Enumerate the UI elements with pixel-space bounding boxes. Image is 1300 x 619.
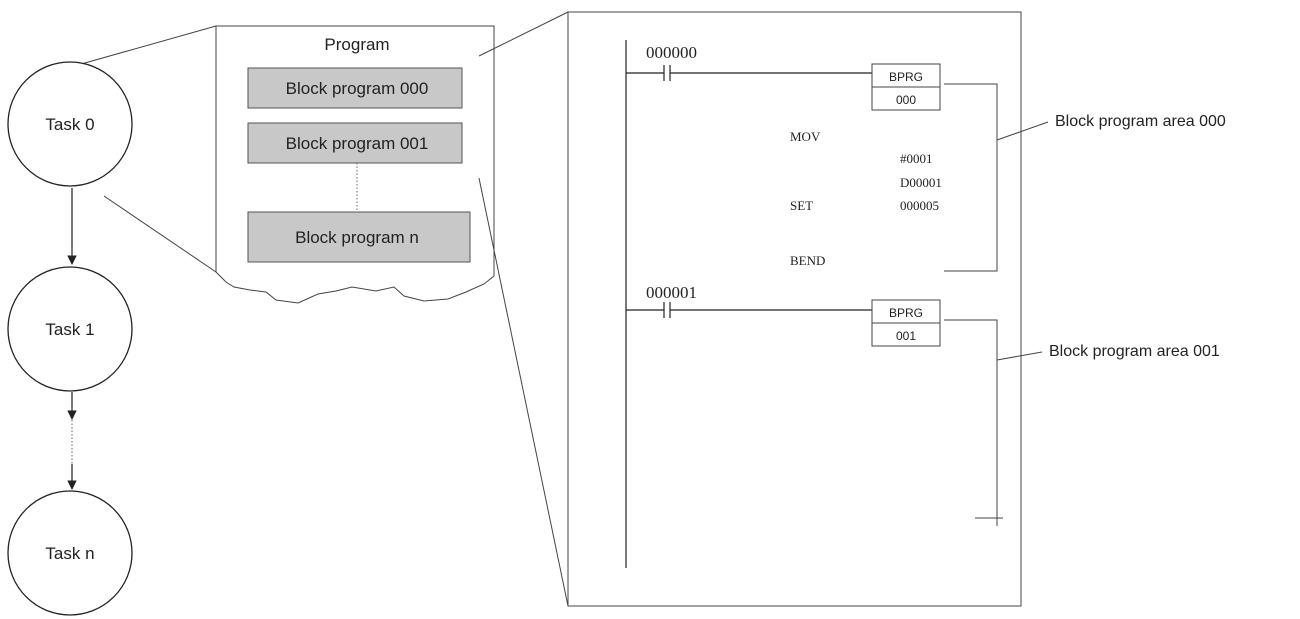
rung-2-bprg-instruction: BPRG [889,306,923,320]
rung-2-address: 000001 [646,283,697,302]
rung-1-bprg-operand: 000 [896,93,916,107]
area-001-bracket [944,319,1003,526]
zoom-line-program-top [478,11,569,57]
program-title: Program [324,35,389,54]
block-program-001-label: Block program 001 [286,134,429,153]
block-program-000-box [247,67,463,109]
task-1-node [7,266,133,392]
bend-instruction: BEND [790,253,825,268]
ladder-panel: 000000 BPRG 000 MOV #0001 D00001 SET 000… [567,11,1022,607]
set-instruction: SET [790,198,813,213]
area-000-leader [996,121,1049,141]
rung-1-bprg-instruction: BPRG [889,70,923,84]
area-000-bracket [944,83,998,272]
block-program-001-box [247,122,463,164]
task-n-node [7,490,133,616]
block-program-n-label: Block program n [295,228,419,247]
area-000-label: Block program area 000 [1055,113,1226,130]
program-panel-outline [215,25,495,304]
mov-instruction: MOV [790,129,821,144]
zoom-line-task0-bottom [103,195,217,273]
task-flow: Task 0 Task 1 Task n [7,61,133,616]
program-panel: Program Block program 000 Block program … [215,25,495,304]
block-program-n-box [247,211,471,263]
zoom-line-task0-top [59,25,217,71]
task-1-label: Task 1 [45,320,94,339]
mov-dest-operand: D00001 [900,175,942,190]
mov-source-operand: #0001 [900,151,933,166]
task-n-label: Task n [45,544,94,563]
zoom-line-program-bottom [478,177,569,607]
rung-1-address: 000000 [646,43,697,62]
area-001-leader [996,351,1043,361]
ladder-panel-frame [567,11,1022,607]
area-001-label: Block program area 001 [1049,343,1220,360]
rung-2-bprg-operand: 001 [896,329,916,343]
task-0-node [7,61,133,187]
set-operand: 000005 [900,198,939,213]
task-0-label: Task 0 [45,115,94,134]
block-program-000-label: Block program 000 [286,79,429,98]
